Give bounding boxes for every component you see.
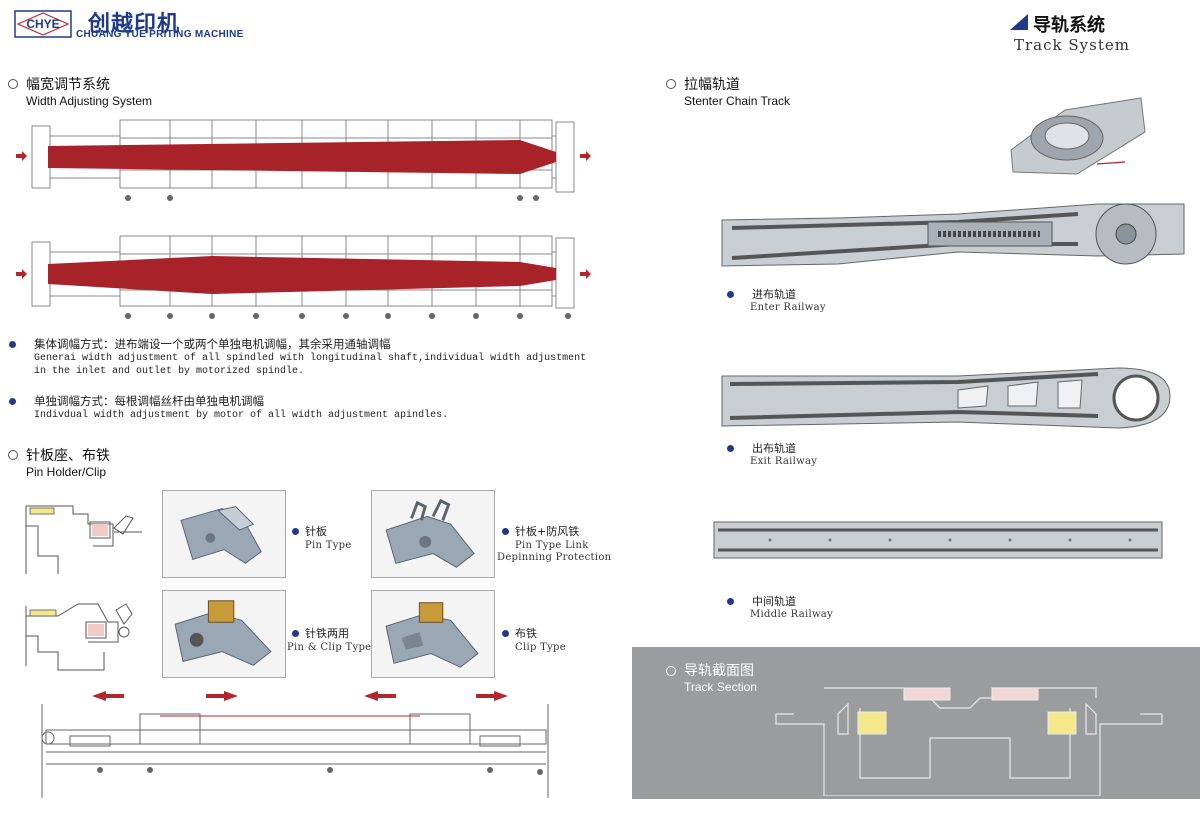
pin-type-en: Pin Type	[305, 540, 352, 551]
right-arrow-icon	[206, 691, 238, 701]
outlet-arrow-icon	[580, 151, 591, 161]
middle-railway-cn: 中间轨道	[752, 595, 796, 608]
pin-type-link-cn: 针板+防风铁	[515, 525, 580, 538]
track-section-panel	[632, 647, 1200, 799]
page-title-en: Track System	[1014, 36, 1130, 54]
section-bullet-icon	[8, 450, 18, 460]
item-bullet-icon	[292, 528, 299, 535]
section-bullet-icon	[666, 79, 676, 89]
pin-clip-type-en: Pin & Clip Type	[287, 642, 372, 653]
enter-railway-cn: 进布轨道	[752, 288, 796, 301]
railway-bullet-icon	[727, 598, 734, 605]
item-bullet-icon	[292, 630, 299, 637]
section-bullet-icon	[666, 666, 676, 676]
pin-holder-section-drawing-1	[25, 505, 142, 574]
clip-type-en: Clip Type	[515, 642, 566, 653]
brand-name-en: CHUANG YUE PRITING MACHINE	[76, 29, 244, 40]
right-arrow-icon	[476, 691, 508, 701]
stenter-title-en: Stenter Chain Track	[684, 94, 791, 108]
width-mechanism-drawing	[41, 691, 549, 798]
clip-type-cn: 布铁	[515, 627, 537, 640]
page-title-cn: 导轨系统	[1033, 15, 1105, 36]
width-adjusting-title-cn: 幅宽调节系统	[26, 77, 110, 93]
railway-bullet-icon	[727, 291, 734, 298]
width-diagram-collective	[16, 119, 591, 201]
logo-text: CHYE	[26, 17, 59, 31]
pin-clip-type-photo	[162, 590, 286, 678]
note-1-cn: 集体调幅方式：进布端设一个或两个单独电机调幅，其余采用通轴调幅	[34, 337, 391, 351]
brand-name-cn: 创越印机	[88, 12, 181, 37]
pin-type-cn: 针板	[305, 525, 327, 538]
clip-type-photo	[371, 590, 495, 678]
width-diagram-individual	[16, 235, 591, 319]
enter-railway-photo	[721, 203, 1185, 267]
chain-sprocket-photo	[1010, 97, 1146, 175]
track-section-title-en: Track Section	[684, 680, 757, 694]
outlet-arrow-icon	[580, 269, 591, 279]
section-bullet-icon	[8, 79, 18, 89]
exit-railway-cn: 出布轨道	[752, 442, 796, 455]
railway-bullet-icon	[727, 445, 734, 452]
middle-railway-photo	[713, 521, 1163, 559]
enter-railway-en: Enter Railway	[750, 302, 826, 313]
note-2-en: Indivdual width adjustment by motor of a…	[34, 410, 449, 421]
pin-type-link-en-2: Depinning Protection	[497, 552, 612, 563]
width-adjusting-title-en: Width Adjusting System	[26, 94, 153, 108]
left-arrow-icon	[92, 691, 124, 701]
pin-holder-title-en: Pin Holder/Clip	[26, 465, 107, 479]
note-bullet-icon	[9, 341, 16, 348]
pin-clip-type-cn: 针铁两用	[305, 627, 349, 640]
pin-holder-section-drawing-2	[25, 603, 133, 671]
track-section-drawing	[775, 687, 1163, 796]
note-bullet-icon	[9, 398, 16, 405]
inlet-arrow-icon	[16, 151, 27, 161]
pin-type-link-en-1: Pin Type Link	[515, 540, 589, 551]
title-triangle-icon	[1010, 14, 1028, 30]
note-1-en: Generai width adjustment of all spindled…	[34, 353, 587, 377]
pin-type-link-photo	[371, 490, 495, 578]
stenter-title-cn: 拉幅轨道	[684, 77, 740, 93]
item-bullet-icon	[502, 528, 509, 535]
track-section-title-cn: 导轨截面图	[684, 663, 754, 679]
exit-railway-en: Exit Railway	[750, 456, 818, 467]
inlet-arrow-icon	[16, 269, 27, 279]
item-bullet-icon	[502, 630, 509, 637]
middle-railway-en: Middle Railway	[750, 609, 834, 620]
exit-railway-photo	[721, 367, 1171, 429]
chye-logo: CHYE	[14, 10, 72, 38]
note-2-cn: 单独调幅方式：每根调幅丝杆由单独电机调幅	[34, 394, 264, 408]
pin-holder-title-cn: 针板座、布铁	[26, 448, 110, 464]
pin-type-photo	[162, 490, 286, 578]
left-arrow-icon	[364, 691, 396, 701]
